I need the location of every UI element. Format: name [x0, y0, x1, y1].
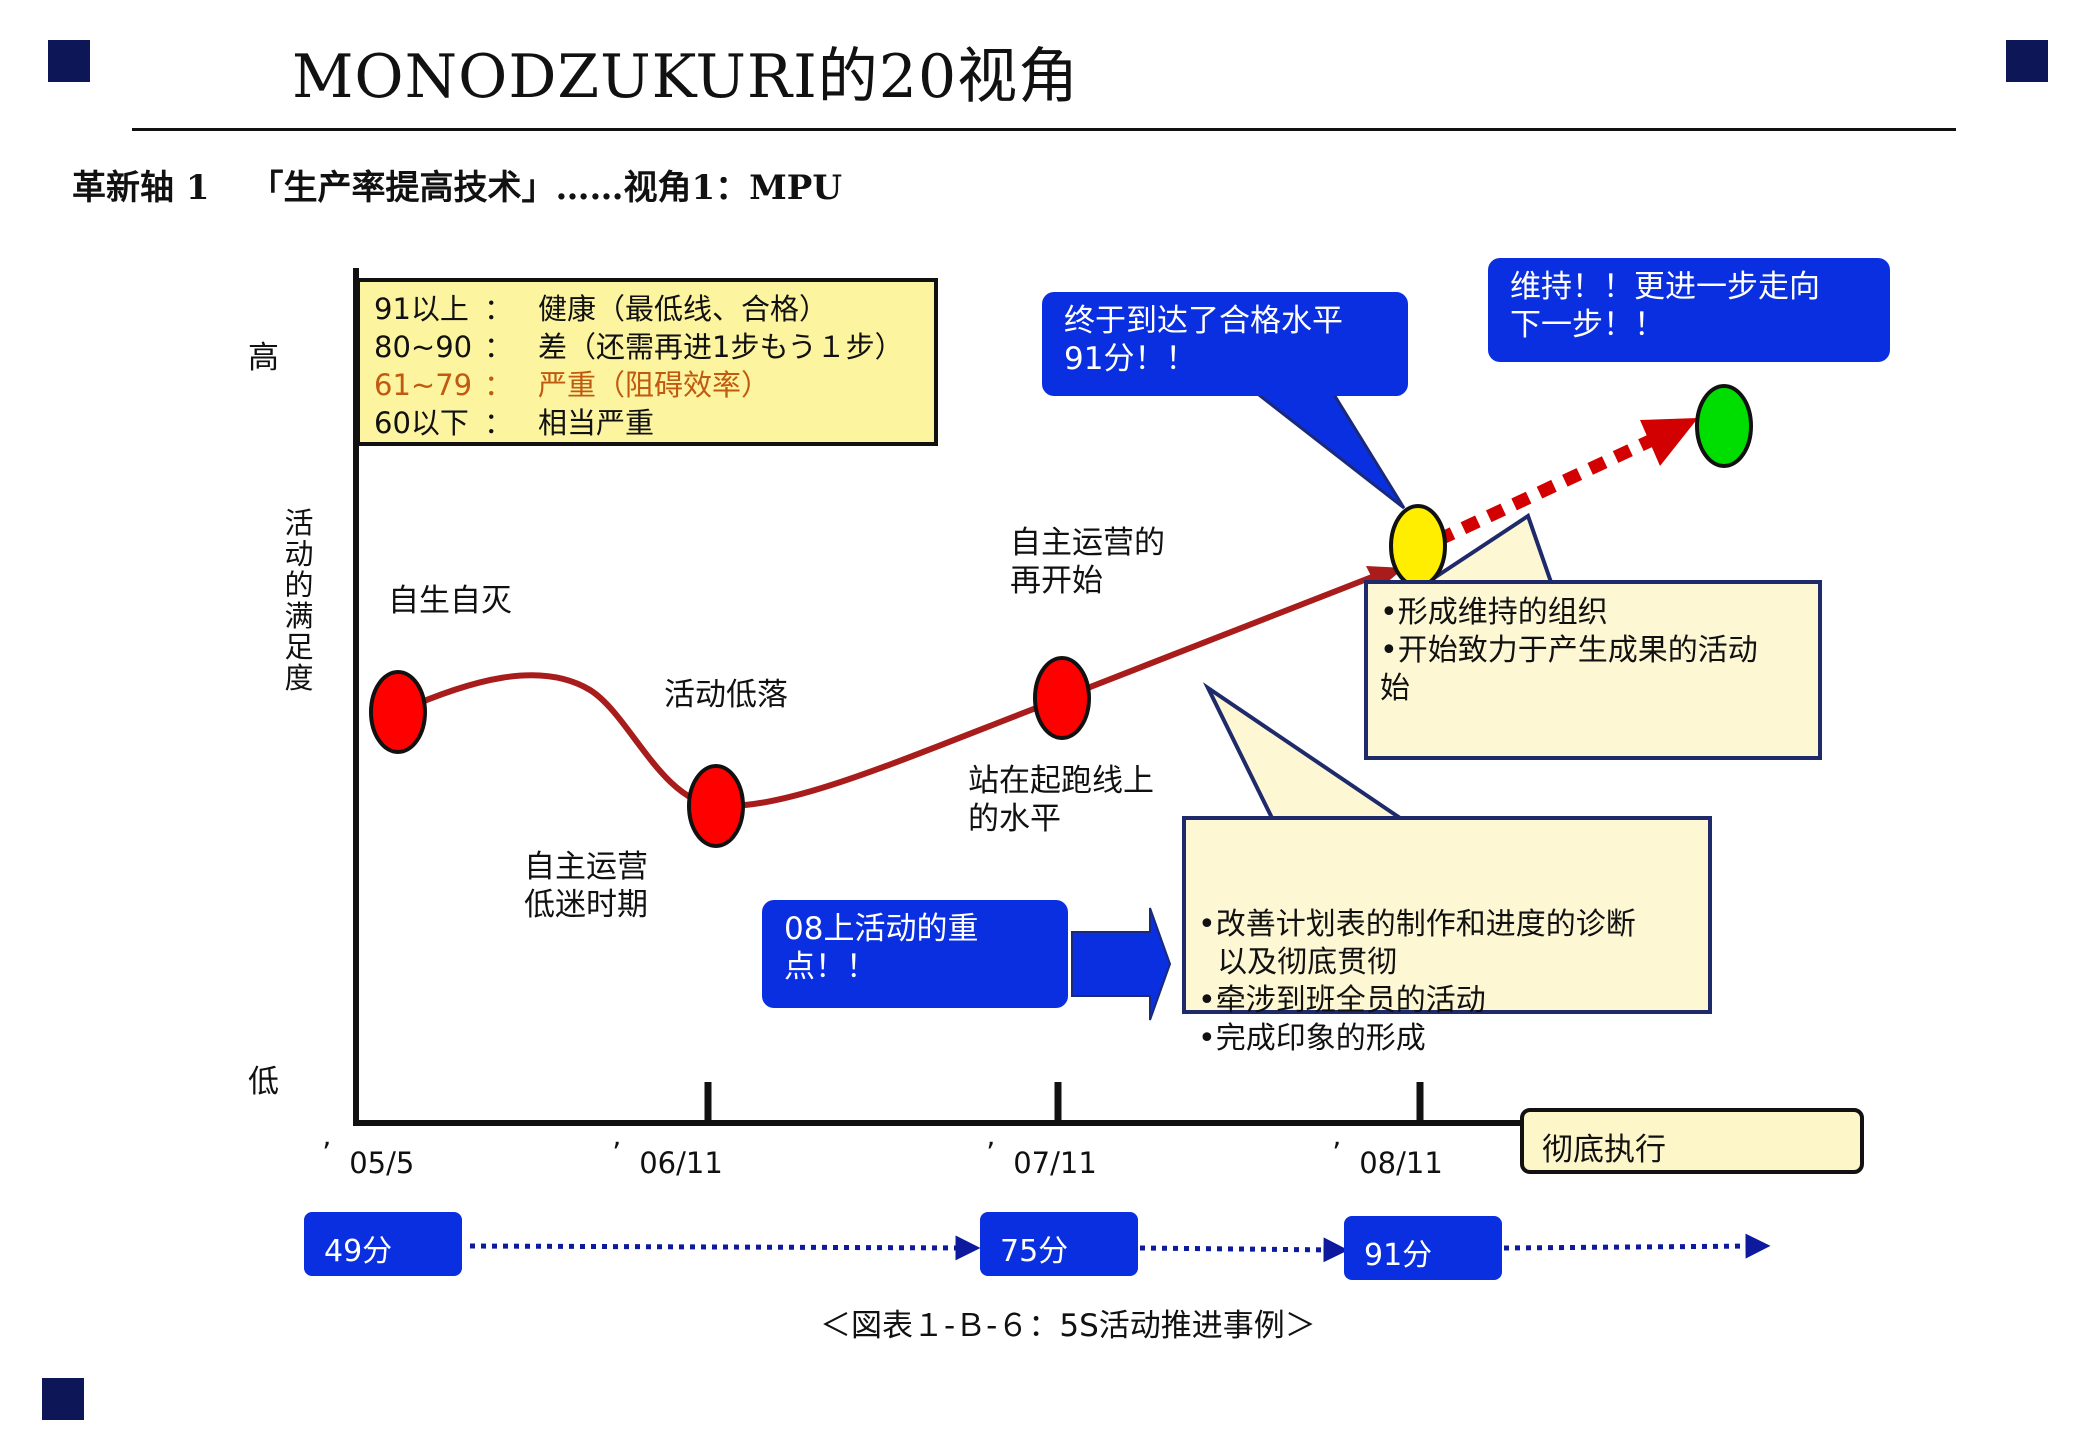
future-arrow-line — [1435, 434, 1655, 546]
milestone-point-08-11 — [1389, 504, 1447, 588]
legend-row: 80~90：差（还需再进1步もう１步） — [374, 330, 904, 364]
figure-caption: ＜図表１-Ｂ-６：5S活动推进事例＞ — [820, 1308, 1316, 1344]
page-subtitle: 革新轴 1 「生产率提高技术」……视角1：MPU — [72, 160, 882, 209]
note-organization: •形成维持的组织•开始致力于产生成果的活动始 — [1364, 580, 1822, 760]
score-arrow-2 — [1139, 1237, 1349, 1263]
title-rule — [132, 128, 1956, 131]
x-tick-label: ’06/11 — [612, 1136, 723, 1180]
label-starting-line: 站在起跑线上的水平 — [968, 763, 1154, 837]
milestone-point-06-11 — [687, 764, 745, 848]
x-tick-label: ’05/5 — [322, 1136, 415, 1180]
corner-square-top-left — [48, 40, 90, 82]
focus-arrow — [1071, 907, 1172, 1021]
satisfaction-curve — [396, 574, 1374, 810]
y-axis-title: 活动的满足度 — [284, 506, 314, 695]
milestone-point-05-5 — [369, 670, 427, 754]
corner-square-bottom-left — [42, 1378, 84, 1420]
future-arrowhead — [1640, 418, 1698, 466]
reached-callout-tail — [1245, 386, 1406, 510]
execute-box: 彻底执行 — [1520, 1108, 1864, 1174]
y-low-label: 低 — [248, 1064, 279, 1100]
x-tick-label: ’07/11 — [986, 1136, 1097, 1180]
label-self-extinction: 自生自灭 — [388, 583, 512, 619]
callout-focus: 08上活动的重点！！ — [762, 900, 1068, 1008]
score-arrow-3 — [1503, 1233, 1771, 1259]
subtitle-text: 「生产率提高技术」……视角1：MPU — [249, 168, 843, 208]
label-slump-period: 自主运营低迷时期 — [524, 849, 648, 923]
score-badge-49: 49分 — [304, 1212, 462, 1276]
label-activity-low: 活动低落 — [664, 677, 788, 713]
score-legend: 91以上：健康（最低线、合格） 80~90：差（还需再进1步もう１步） 61~7… — [356, 278, 938, 446]
y-high-label: 高 — [248, 340, 279, 376]
legend-row: 61~79：严重（阻碍效率） — [374, 368, 771, 402]
score-arrow-1 — [469, 1235, 981, 1261]
page-title: MONODZUKURI的20视角 — [292, 42, 1080, 112]
x-tick-label: ’08/11 — [1332, 1136, 1443, 1180]
milestone-point-future — [1695, 384, 1753, 468]
callout-maintain: 维持！！更进一步走向下一步！！ — [1488, 258, 1890, 362]
legend-row: 60以下：相当严重 — [374, 406, 655, 440]
milestone-point-07-11 — [1033, 656, 1091, 740]
subtitle-axis: 革新轴 1 — [72, 168, 210, 208]
note-actions: •改善计划表的制作和进度的诊断 以及彻底贯彻•牵涉到班全员的活动•完成印象的形成 — [1182, 816, 1712, 1056]
score-badge-91: 91分 — [1344, 1216, 1502, 1280]
label-restart: 自主运营的再开始 — [1010, 525, 1165, 599]
corner-square-top-right — [2006, 40, 2048, 82]
legend-row: 91以上：健康（最低线、合格） — [374, 292, 829, 326]
score-badge-75: 75分 — [980, 1212, 1138, 1276]
